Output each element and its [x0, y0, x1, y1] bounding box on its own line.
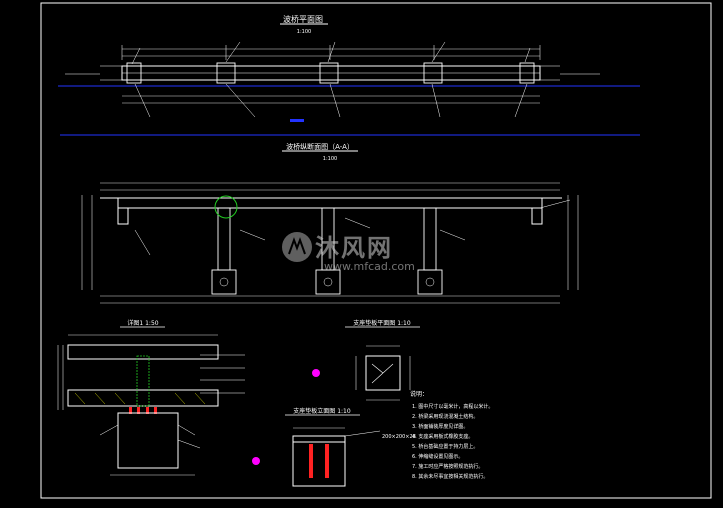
pad-elev-title: 支座垫板立面图 1:10 — [293, 407, 351, 415]
elevation-title: 波桥纵断面图（A-A） — [286, 142, 354, 151]
note-line: 1. 图中尺寸以毫米计，高程以米计。 — [412, 403, 493, 410]
pad-spec: 200×200×28 — [382, 434, 416, 440]
watermark-url: www.mfcad.com — [324, 260, 415, 273]
drawing-border — [40, 2, 712, 499]
plan-title: 波桥平面图 — [283, 14, 323, 24]
elevation-view: 波桥纵断面图（A-A） 1:100 — [81, 142, 579, 304]
watermark-brand: 沐风网 — [315, 234, 393, 262]
magenta-marker-1 — [252, 457, 260, 465]
watermark: 沐风网 www.mfcad.com — [280, 228, 440, 280]
note-line: 4. 支座采用板式橡胶支座。 — [412, 433, 473, 440]
pad-plan-view: 支座垫板平面图 1:10 — [312, 319, 420, 401]
note-line: 2. 桥梁采用现浇混凝土结构。 — [412, 413, 478, 420]
notes-block: 说明： 1. 图中尺寸以毫米计，高程以米计。 2. 桥梁采用现浇混凝土结构。 3… — [410, 390, 493, 480]
watermark-logo-icon — [282, 232, 312, 262]
plan-scale: 1:100 — [297, 29, 311, 35]
note-line: 7. 施工时应严格按照规范执行。 — [412, 463, 483, 470]
notes-title: 说明： — [410, 390, 428, 398]
elevation-scale: 1:100 — [323, 156, 337, 162]
detail-callout-circle — [214, 195, 238, 219]
note-line: 6. 伸缩缝设置见图示。 — [412, 453, 463, 460]
note-line: 8. 其余未尽事宜按相关规范执行。 — [412, 473, 488, 480]
pad-elevation-view: 支座垫板立面图 1:10 200×200×28 — [285, 407, 416, 487]
detail-1: 详图1 1:50 — [57, 319, 260, 476]
note-line: 5. 桥台基础应置于持力层上。 — [412, 443, 478, 450]
detail1-title: 详图1 1:50 — [127, 319, 158, 327]
note-line: 3. 桥面铺装厚度见详图。 — [412, 423, 468, 430]
pad-plan-title: 支座垫板平面图 1:10 — [353, 319, 411, 327]
magenta-marker-2 — [312, 369, 320, 377]
plan-view: 波桥平面图 1:100 — [58, 14, 640, 136]
